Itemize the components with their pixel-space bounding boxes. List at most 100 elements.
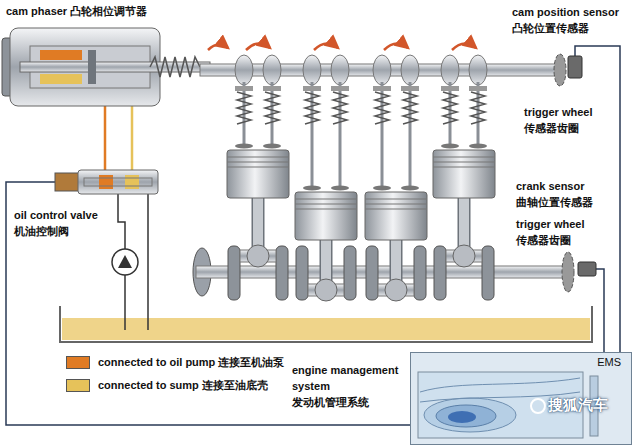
crankshaft	[344, 246, 356, 300]
oil-control-valve	[99, 175, 113, 189]
crankshaft	[240, 250, 482, 296]
watermark: 搜狐汽车	[548, 396, 608, 415]
piston	[295, 192, 357, 240]
crankshaft	[366, 246, 378, 300]
crankshaft	[482, 246, 494, 300]
piston	[433, 161, 495, 162]
piston	[295, 208, 357, 209]
connecting-rod	[247, 245, 269, 267]
piston	[227, 150, 495, 240]
oil-line	[124, 275, 126, 330]
ems-map	[424, 398, 516, 432]
legend-swatch	[66, 379, 90, 392]
part-label: trigger wheel 传感器齿圈	[514, 216, 606, 248]
oil-control-valve	[55, 170, 158, 194]
crankshaft	[228, 246, 494, 300]
valve	[235, 86, 253, 91]
connecting-rod	[453, 245, 475, 267]
camshaft	[401, 55, 419, 85]
ems-map	[410, 352, 632, 445]
crankshaft	[296, 246, 308, 300]
ems-map	[531, 399, 545, 413]
piston	[433, 166, 495, 167]
crankshaft	[193, 246, 568, 300]
valve	[373, 86, 391, 91]
connecting-rod	[315, 279, 337, 301]
camshaft	[303, 55, 321, 85]
oil-control-valve	[78, 170, 158, 194]
valve	[235, 86, 487, 91]
part-label: cam phaser 凸轮相位调节器	[4, 3, 149, 19]
crankshaft	[276, 246, 288, 300]
camshaft	[441, 55, 459, 85]
camshaft	[235, 55, 253, 85]
legend-item: connected to oil pump 连接至机油泵	[66, 355, 284, 370]
piston	[365, 203, 427, 204]
legend-text: connected to oil pump 连接至机油泵	[98, 355, 284, 370]
oil-line	[118, 194, 125, 249]
ems-map	[436, 405, 496, 427]
valve	[263, 144, 281, 149]
piston	[227, 161, 289, 162]
connecting-rod	[247, 245, 475, 301]
valve	[403, 92, 417, 124]
part-label: cam position sensor 凸轮位置传感器	[510, 4, 632, 36]
valve	[469, 86, 487, 91]
rotation-arrow	[246, 43, 270, 50]
ems-map	[420, 378, 580, 392]
oil-sump	[62, 318, 590, 340]
camshaft	[331, 55, 349, 85]
cam-phaser	[150, 57, 200, 77]
oil-control-valve	[84, 178, 152, 186]
cam-phaser	[40, 50, 82, 60]
oil-line	[131, 106, 134, 171]
oil-line	[147, 194, 149, 330]
rotation-arrow	[208, 44, 228, 50]
valve	[441, 86, 459, 91]
box-title: EMS	[595, 355, 623, 369]
oil-control-valve	[55, 173, 79, 191]
piston	[295, 203, 357, 204]
oil-sump	[60, 306, 592, 342]
crankshaft	[414, 246, 426, 300]
piston	[227, 166, 289, 167]
valve	[237, 92, 485, 124]
legend-swatch	[66, 356, 90, 369]
piston	[227, 150, 495, 240]
piston	[227, 150, 289, 198]
piston	[433, 150, 495, 198]
piston	[365, 208, 427, 209]
piston	[365, 192, 427, 240]
crank-sensor	[578, 262, 596, 276]
valve	[303, 186, 321, 191]
valve	[305, 92, 319, 124]
piston	[295, 198, 357, 199]
oil-pump	[112, 249, 138, 275]
valve	[235, 144, 253, 149]
rotation-arrow	[452, 43, 476, 50]
oil-pump	[112, 249, 138, 275]
cam-position-sensor	[554, 54, 582, 86]
legend-item: connected to sump 连接至油底壳	[66, 378, 268, 393]
part-label: trigger wheel 传感器齿圈	[522, 104, 614, 136]
valve	[443, 92, 457, 124]
camshaft	[373, 55, 391, 85]
cam-phaser	[40, 74, 82, 84]
connecting-rod	[385, 279, 407, 301]
valve	[441, 144, 459, 149]
valve	[401, 86, 419, 91]
valve	[469, 144, 487, 149]
rotation-arrow	[384, 43, 408, 50]
part-label: engine management system 发动机管理系统	[290, 362, 410, 410]
rotation-arrow	[314, 43, 338, 50]
valve	[331, 186, 349, 191]
oil-line	[104, 106, 107, 171]
crankshaft	[196, 266, 568, 278]
ems-map	[410, 352, 632, 445]
valve	[331, 86, 349, 91]
camshaft	[469, 55, 487, 85]
camshaft	[200, 55, 556, 85]
oil-pump	[118, 255, 132, 268]
valve	[375, 92, 389, 124]
cam-phaser	[2, 28, 210, 106]
